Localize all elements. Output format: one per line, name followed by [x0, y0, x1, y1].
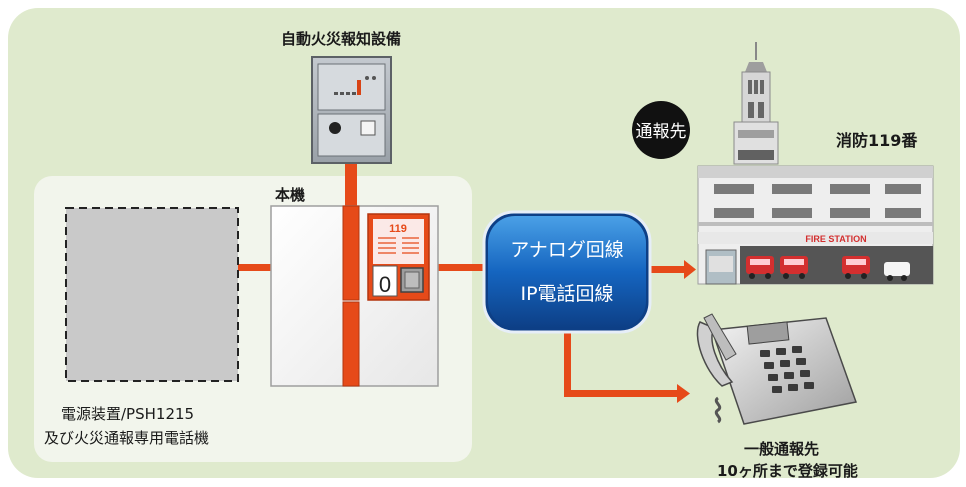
line-type-box: アナログ回線 IP電話回線 — [482, 210, 652, 334]
power-supply-label-2: 及び火災通報専用電話機 — [44, 429, 210, 447]
connection-lines — [238, 160, 696, 403]
general-destination-label: 一般通報先 — [744, 440, 820, 458]
line-down-connection — [564, 330, 571, 396]
alarm-connection-line — [345, 160, 357, 210]
fire-station-label: 消防119番 — [836, 131, 918, 150]
station-arrow — [684, 260, 696, 279]
building-sign: FIRE STATION — [805, 234, 866, 244]
power-supply-unit — [65, 207, 239, 382]
main-unit-label: 本機 — [275, 186, 306, 204]
power-supply-label-1: 電源装置/PSH1215 — [61, 405, 195, 423]
general-destination-note: 10ヶ所まで登録可能 — [717, 462, 858, 480]
telephone — [696, 313, 857, 425]
line-to-station-connection — [648, 266, 684, 273]
power-connection-line — [238, 264, 272, 271]
phone-arrow — [677, 384, 690, 403]
panel-number: 119 — [389, 223, 407, 235]
destination-badge: 通報先 — [632, 101, 690, 159]
line-to-phone-connection — [564, 390, 678, 397]
alarm-label: 自動火災報知設備 — [281, 30, 402, 48]
line-label-ip: IP電話回線 — [520, 283, 613, 305]
fire-alarm-equipment — [311, 56, 392, 164]
panel-digit: 0 — [379, 272, 391, 297]
fire-station-building: FIRE STATION — [697, 42, 934, 285]
badge-text: 通報先 — [636, 122, 687, 142]
line-label-analog: アナログ回線 — [510, 239, 624, 261]
unit-to-line-connection — [438, 264, 490, 271]
main-unit: 119 0 — [270, 205, 439, 387]
